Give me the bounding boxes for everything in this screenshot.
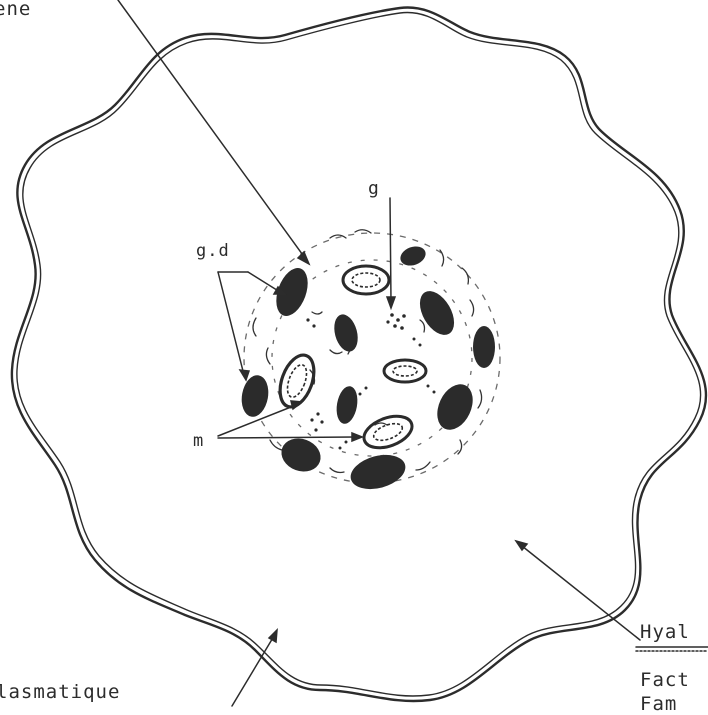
- cell-membrane: [12, 7, 706, 701]
- plasma-membrane-label: lasmatique: [0, 683, 120, 702]
- pointer-lines: [118, 0, 708, 706]
- gd-label: g.d: [196, 243, 230, 260]
- top-left-label: ene: [0, 0, 31, 19]
- mitochondria-label: m: [193, 433, 203, 450]
- mitochondria: [239, 243, 495, 495]
- golgi-label: g: [368, 180, 379, 198]
- fact-continuation-label: Fam: [640, 695, 677, 714]
- fact-label: Fact: [640, 671, 690, 690]
- hyaloplasm-label: Hyal: [640, 623, 690, 642]
